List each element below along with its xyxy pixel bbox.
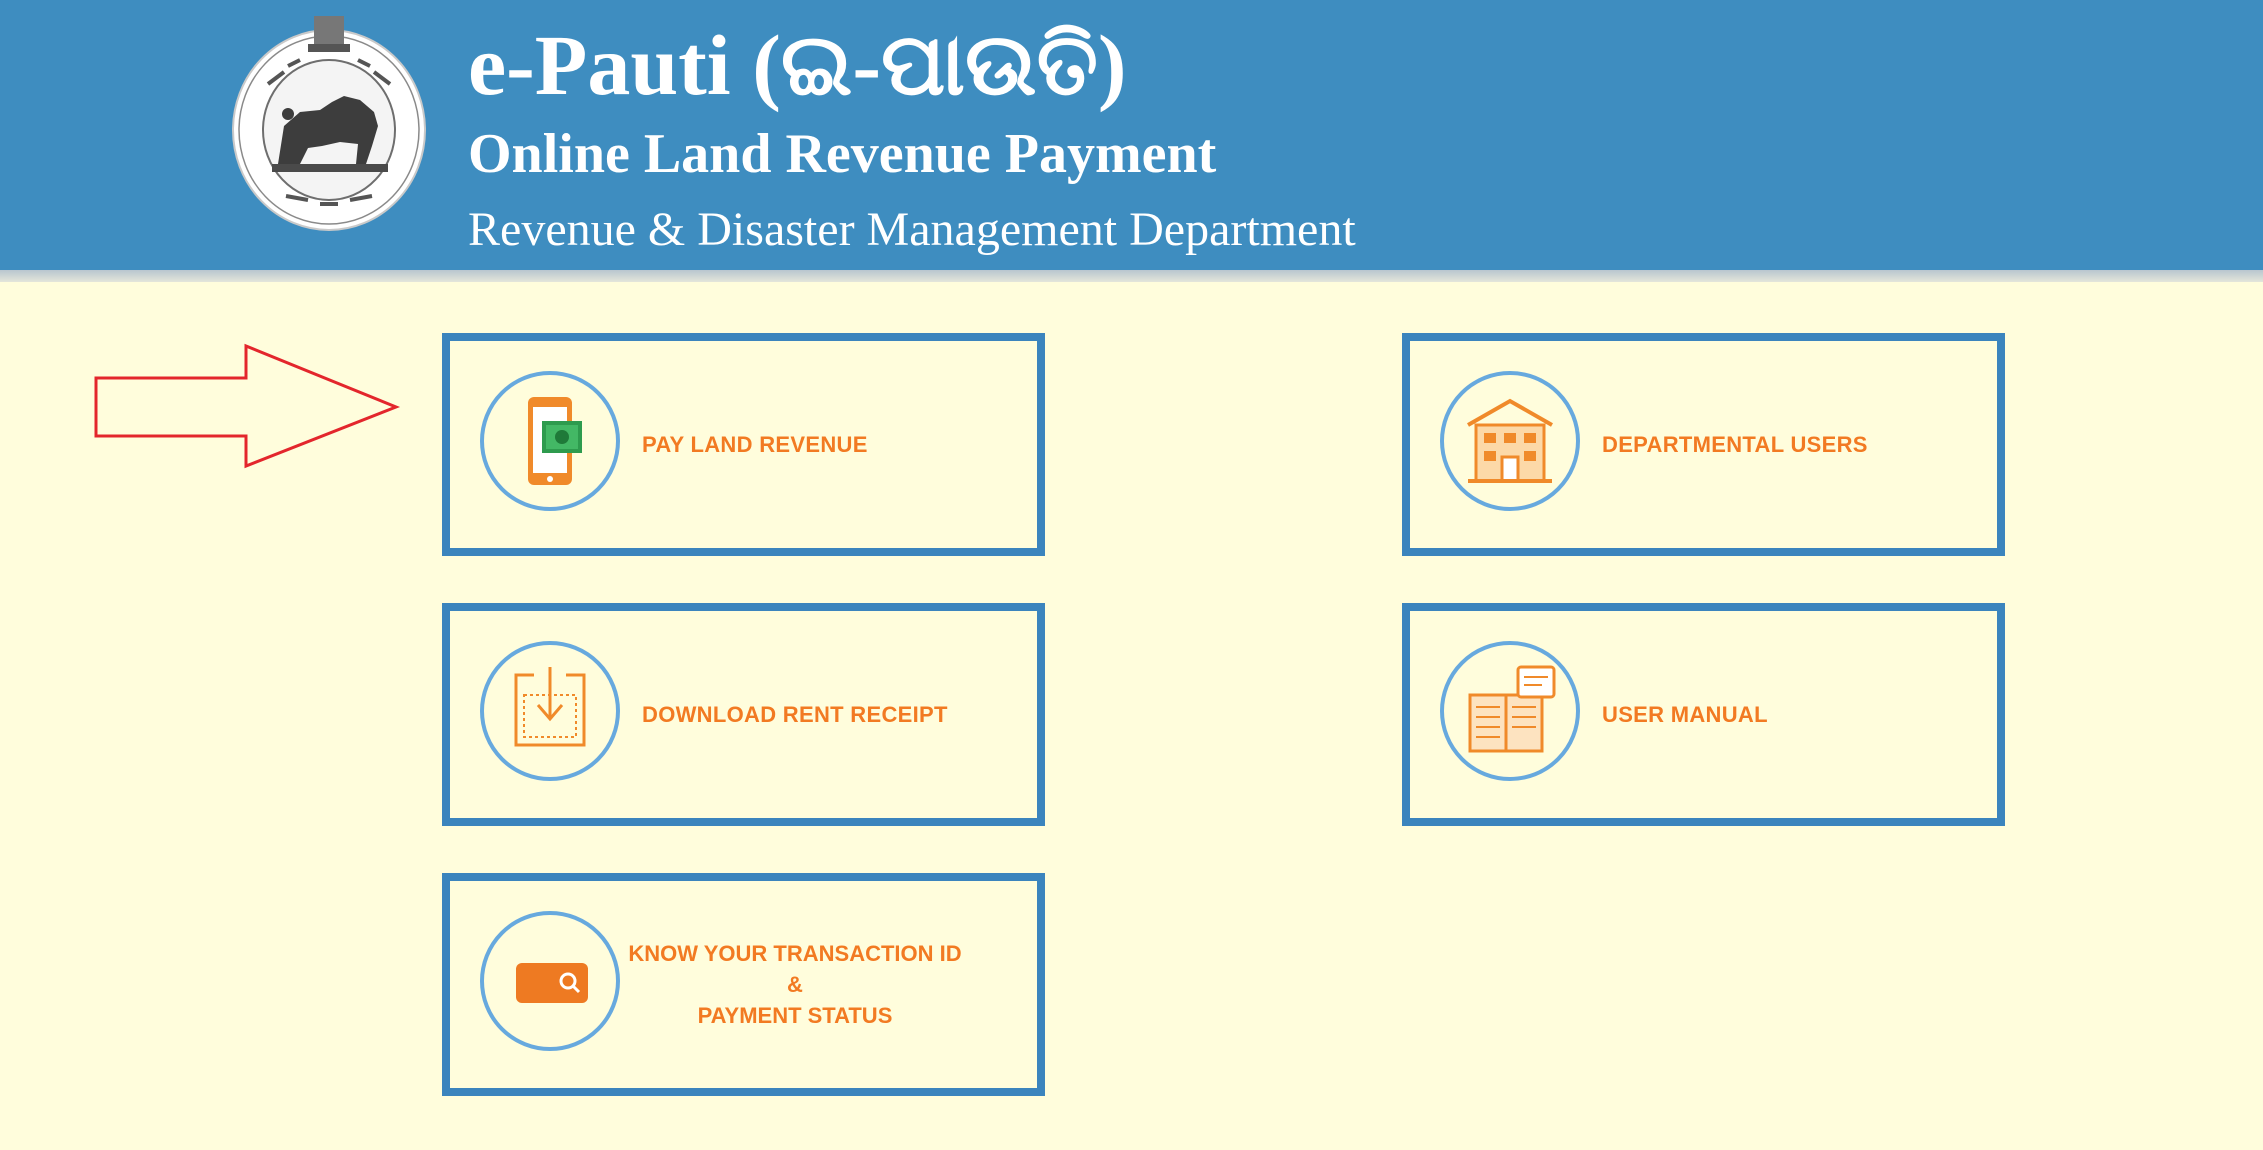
pay-land-revenue-button[interactable]: PAY LAND REVENUE (442, 333, 1045, 556)
download-icon (514, 667, 586, 747)
search-icon (516, 963, 588, 1003)
departmental-users-icon-circle (1440, 371, 1580, 511)
transaction-status-line3: PAYMENT STATUS (697, 1003, 893, 1028)
transaction-status-icon-circle (480, 911, 620, 1051)
department-name: Revenue & Disaster Management Department (468, 203, 1356, 256)
user-manual-icon-circle (1440, 641, 1580, 781)
site-title: e-Pauti (ଇ-ପାଉତି) (468, 17, 1127, 113)
header-divider (0, 270, 2263, 282)
pay-land-revenue-icon-circle (480, 371, 620, 511)
download-rent-receipt-label: DOWNLOAD RENT RECEIPT (642, 701, 948, 727)
departmental-users-button[interactable]: DEPARTMENTAL USERS (1402, 333, 2005, 556)
download-rent-receipt-button[interactable]: DOWNLOAD RENT RECEIPT (442, 603, 1045, 826)
site-header: e-Pauti (ଇ-ପାଉତି) Online Land Revenue Pa… (0, 0, 2263, 270)
transaction-status-label: KNOW YOUR TRANSACTION ID & PAYMENT STATU… (628, 881, 962, 1088)
odisha-emblem-icon (232, 16, 426, 231)
departmental-users-label: DEPARTMENTAL USERS (1602, 431, 1868, 457)
transaction-status-line1: KNOW YOUR TRANSACTION ID (628, 941, 962, 966)
user-manual-label: USER MANUAL (1602, 701, 1768, 727)
site-subtitle: Online Land Revenue Payment (468, 123, 1217, 185)
mobile-payment-icon (528, 397, 582, 485)
user-manual-button[interactable]: USER MANUAL (1402, 603, 2005, 826)
transaction-status-line2: & (787, 972, 803, 997)
transaction-status-button[interactable]: KNOW YOUR TRANSACTION ID & PAYMENT STATU… (442, 873, 1045, 1096)
book-icon (1468, 665, 1556, 753)
pay-land-revenue-label: PAY LAND REVENUE (642, 431, 868, 457)
building-icon (1467, 398, 1553, 483)
download-rent-receipt-icon-circle (480, 641, 620, 781)
annotation-arrow-icon (94, 343, 401, 469)
